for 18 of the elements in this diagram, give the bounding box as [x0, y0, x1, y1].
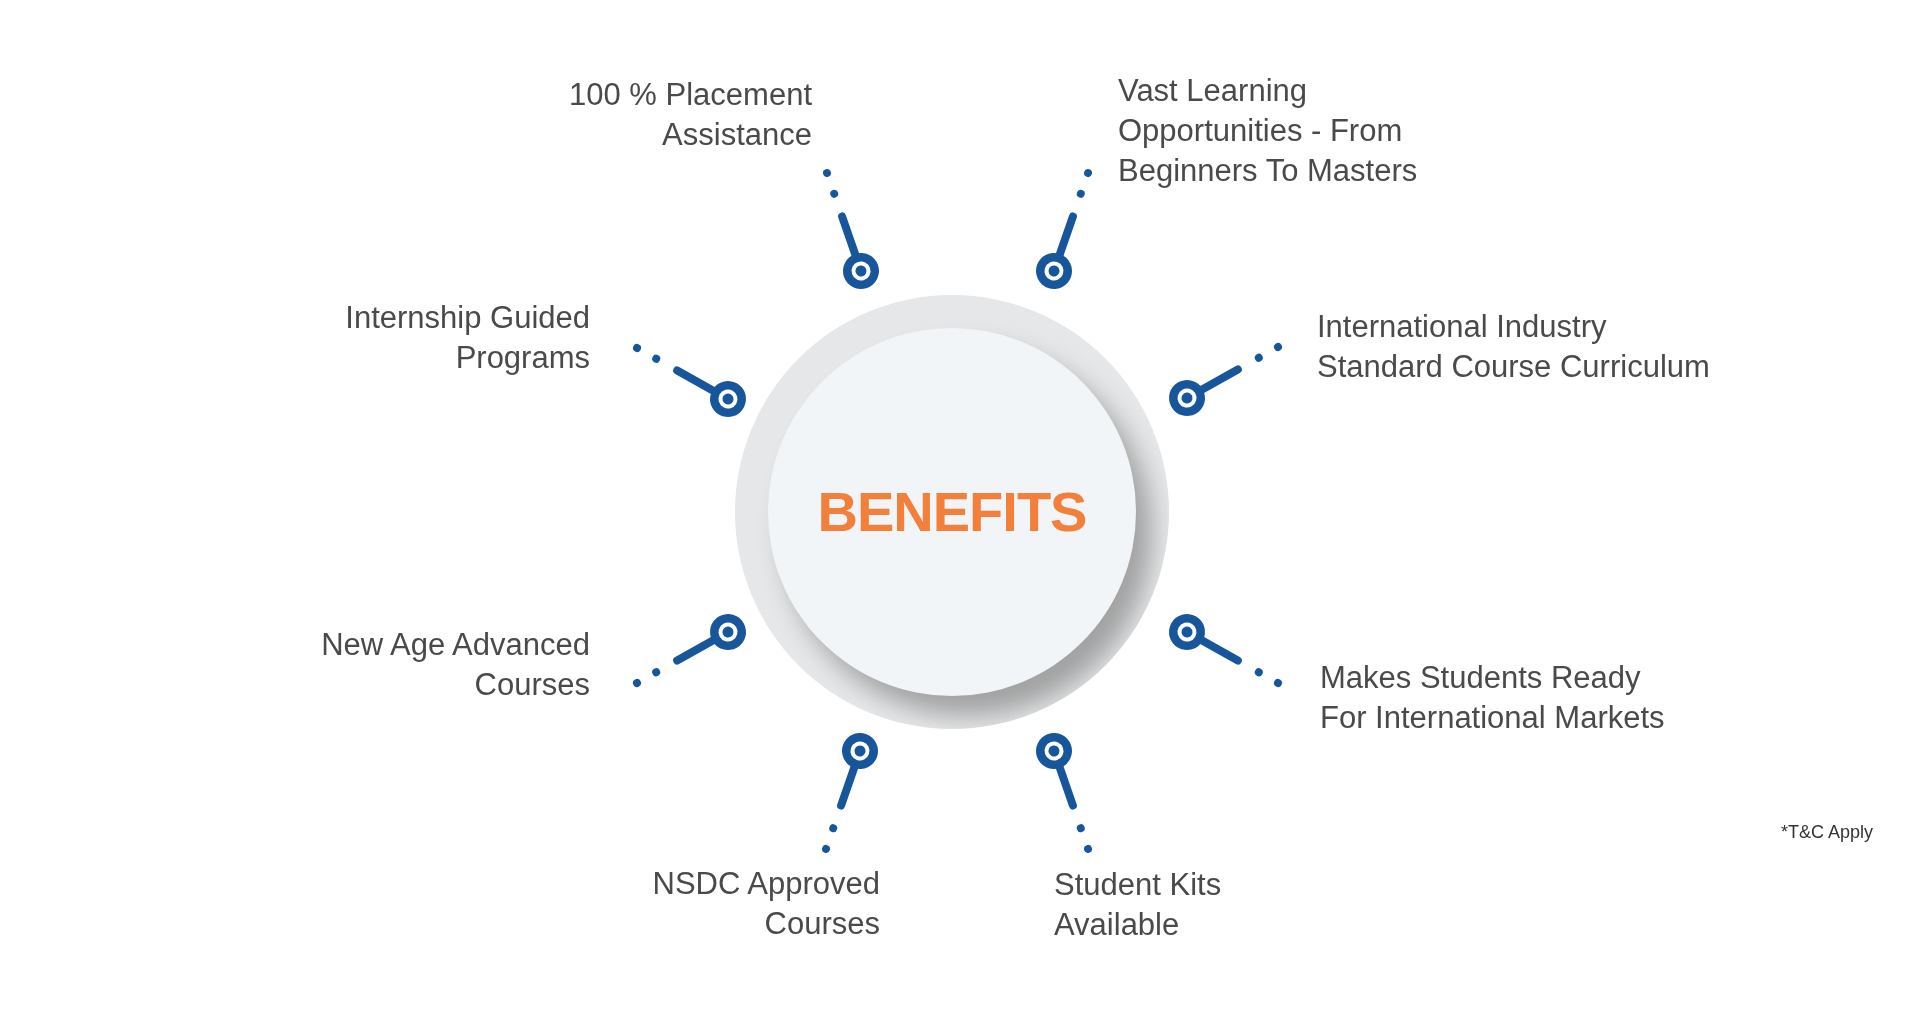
dotted-connector: [633, 344, 746, 417]
benefit-text: 100 % Placement Assistance: [492, 75, 812, 155]
benefit-text: Makes Students Ready For International Markets: [1320, 658, 1680, 738]
benefit-text: Internship Guided Programs: [290, 298, 590, 378]
benefit-text: NSDC Approved Courses: [600, 864, 880, 944]
hub-title: BENEFITS: [817, 482, 1087, 542]
dotted-connector: [1169, 614, 1282, 687]
dotted-connector: [823, 169, 879, 289]
benefit-text: New Age Advanced Courses: [260, 625, 590, 705]
dotted-connector: [1169, 343, 1282, 416]
benefit-text: International Industry Standard Course Curriculum: [1317, 307, 1722, 387]
benefit-text: Vast Learning Opportunities - From Beginners To Masters: [1118, 71, 1478, 191]
benefit-text: Student Kits Available: [1054, 865, 1284, 945]
dotted-connector: [633, 614, 746, 687]
footnote-text: *T&C Apply: [1781, 821, 1874, 843]
dotted-connector: [822, 733, 878, 853]
dotted-connector: [1036, 169, 1092, 289]
dotted-connector: [1036, 733, 1092, 853]
